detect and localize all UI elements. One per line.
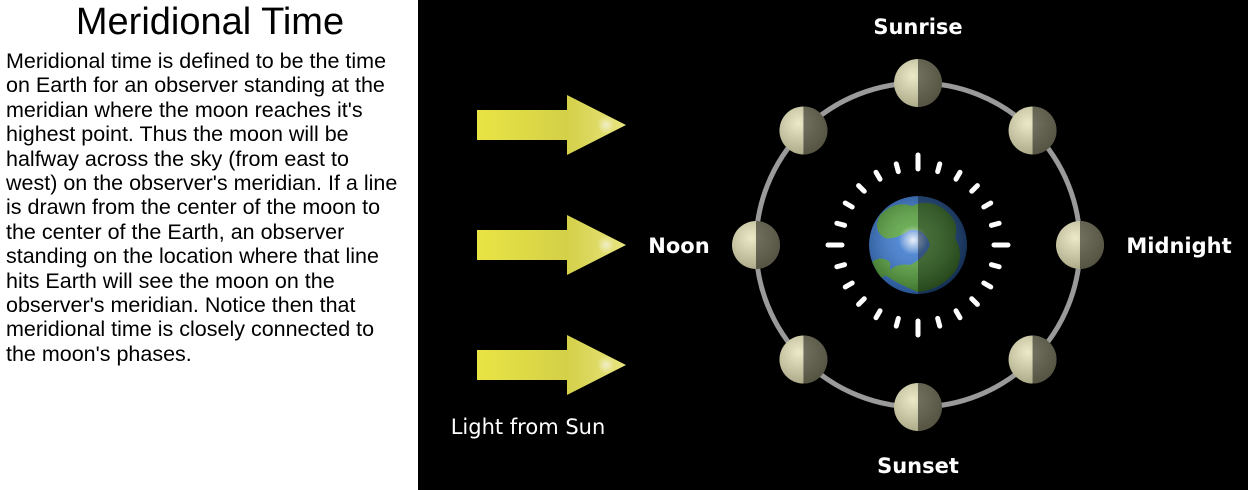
earth	[869, 196, 967, 294]
tick-mark	[856, 296, 867, 307]
tick-mark	[988, 220, 1002, 228]
tick-mark	[935, 315, 943, 329]
tick-mark	[988, 262, 1002, 270]
tick-mark	[981, 280, 994, 290]
light-arrow	[477, 335, 626, 395]
tick-mark	[893, 315, 901, 329]
moon	[894, 383, 942, 431]
page-title: Meridional Time	[75, 1, 345, 43]
sunrise-label: Sunrise	[873, 15, 962, 39]
tick-mark	[873, 308, 883, 321]
light-arrow	[477, 215, 626, 275]
meridian-ticks	[825, 152, 1011, 338]
moon	[1008, 106, 1057, 155]
moon	[894, 59, 942, 107]
tick-mark	[834, 262, 848, 270]
moon	[1008, 335, 1057, 384]
light-arrow	[477, 95, 626, 155]
moon	[779, 335, 828, 384]
tick-mark	[842, 280, 855, 290]
midnight-label: Midnight	[1126, 234, 1231, 258]
tick-mark	[893, 161, 901, 175]
noon-label: Noon	[648, 234, 709, 258]
tick-mark	[834, 220, 848, 228]
description-text: Meridional time is defined to be the tim…	[6, 49, 398, 366]
tick-mark	[935, 161, 943, 175]
tick-mark	[969, 296, 980, 307]
moon	[1056, 221, 1104, 269]
tick-mark	[981, 200, 994, 210]
moon	[732, 221, 780, 269]
tick-mark	[842, 200, 855, 210]
light-from-sun-label: Light from Sun	[451, 415, 606, 439]
moon-phases	[732, 59, 1104, 431]
tick-mark	[953, 169, 963, 182]
sun-light-arrows	[477, 95, 626, 395]
tick-mark	[969, 183, 980, 194]
moon	[779, 106, 828, 155]
tick-mark	[873, 169, 883, 182]
text-panel: Meridional Time Meridional time is defin…	[0, 0, 418, 490]
sunset-label: Sunset	[877, 454, 959, 478]
tick-mark	[856, 183, 867, 194]
tick-mark	[953, 308, 963, 321]
